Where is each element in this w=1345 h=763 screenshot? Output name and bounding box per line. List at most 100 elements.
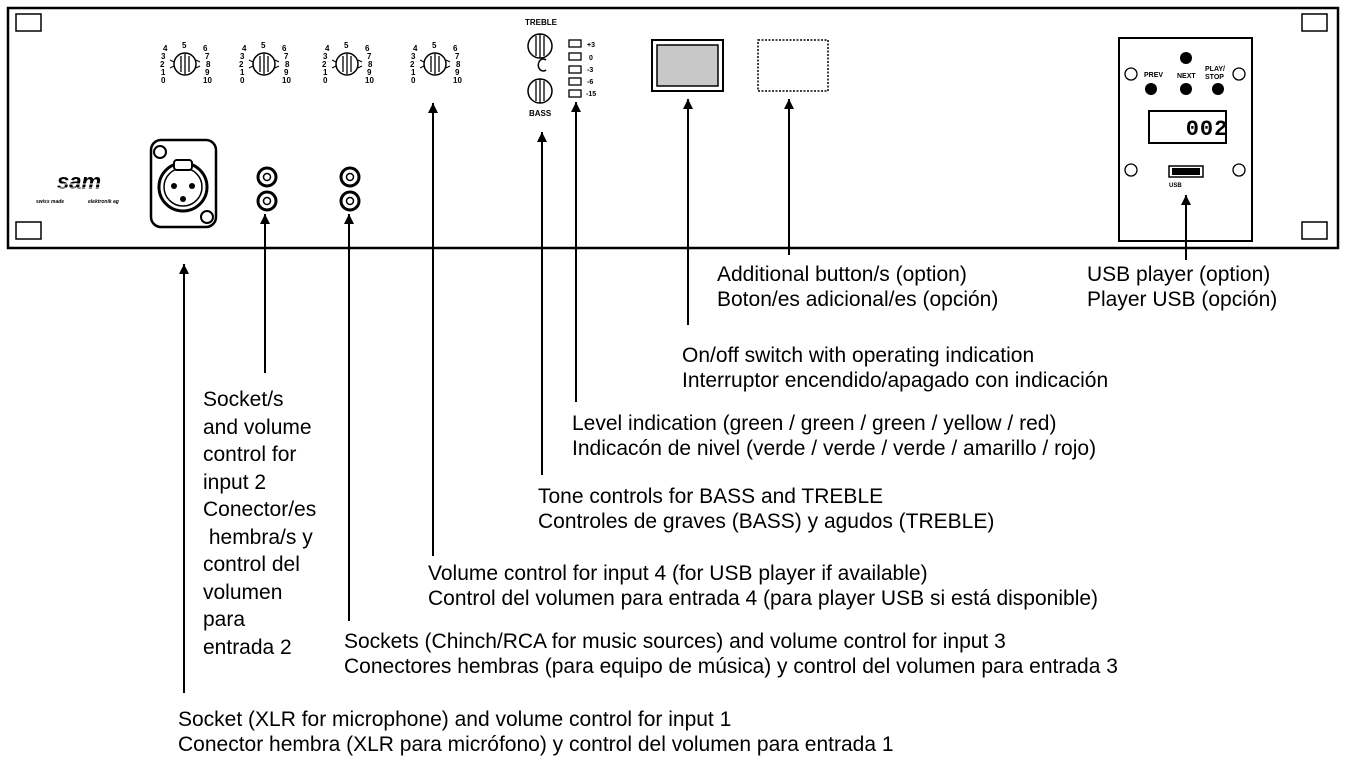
knob-scale-label: 1 xyxy=(240,68,245,77)
callout-line: and volume xyxy=(203,415,312,439)
power-switch[interactable] xyxy=(651,39,724,92)
callout-es: Conectores hembras (para equipo de músic… xyxy=(344,655,1118,678)
callout-en: USB player (option) xyxy=(1087,263,1271,286)
knob-scale-label: 6 xyxy=(282,44,287,53)
knob-scale-label: 5 xyxy=(432,41,437,50)
level-scale-label: 0 xyxy=(589,55,593,62)
knob-scale-label: 6 xyxy=(203,44,208,53)
volume-knob-input3[interactable]: 4 3 2 1 0 5 6 7 8 9 10 xyxy=(322,41,374,85)
knob-scale-label: 7 xyxy=(205,52,210,61)
rca-sockets-input2[interactable] xyxy=(256,166,278,212)
logo-mark: sam xyxy=(57,169,101,194)
knob-scale-label: 9 xyxy=(205,68,210,77)
volume-knob-input1[interactable]: 4 3 2 1 0 5 6 7 8 9 10 xyxy=(160,41,212,85)
callout-en: Sockets (Chinch/RCA for music sources) a… xyxy=(344,630,1006,653)
next-label: NEXT xyxy=(1177,73,1196,80)
track-display-value: 002 xyxy=(1186,117,1229,142)
knob-scale-label: 9 xyxy=(284,68,289,77)
callout-power-switch: On/off switch with operating indication … xyxy=(682,343,1108,393)
bass-label: BASS xyxy=(529,109,552,118)
callout-input3: Sockets (Chinch/RCA for music sources) a… xyxy=(344,629,1118,679)
track-display xyxy=(1148,110,1227,144)
level-led xyxy=(568,65,582,74)
knob-scale-label: 1 xyxy=(411,68,416,77)
knob-scale-label: 5 xyxy=(261,41,266,50)
knob-scale-label: 9 xyxy=(455,68,460,77)
knob-scale-label: 3 xyxy=(323,52,328,61)
callout-es: Controles de graves (BASS) y agudos (TRE… xyxy=(538,510,995,533)
knob-scale-label: 10 xyxy=(203,76,212,85)
callout-input1: Socket (XLR for microphone) and volume c… xyxy=(178,707,894,757)
mount-hole-top-right xyxy=(1301,13,1328,32)
play-stop-label-line: STOP xyxy=(1205,74,1224,81)
knob-scale-label: 2 xyxy=(322,60,327,69)
callout-es: Control del volumen para entrada 4 (para… xyxy=(428,587,1099,610)
knob-scale-label: 2 xyxy=(410,60,415,69)
callout-line: input 2 xyxy=(203,470,267,494)
level-scale-label: +3 xyxy=(587,42,595,49)
level-scale-label: -3 xyxy=(587,67,593,74)
callout-usb-player: USB player (option) Player USB (opción) xyxy=(1087,262,1277,312)
callout-en: Tone controls for BASS and TREBLE xyxy=(538,485,884,508)
level-led xyxy=(568,39,582,48)
callout-es: Boton/es adicional/es (opción) xyxy=(717,288,999,311)
treble-knob[interactable] xyxy=(527,33,553,72)
knob-scale-label: 4 xyxy=(325,44,330,53)
callout-volume-input4: Volume control for input 4 (for USB play… xyxy=(428,561,1098,611)
rca-sockets-input3[interactable] xyxy=(339,166,361,212)
callout-es: Indicacón de nivel (verde / verde / verd… xyxy=(572,437,1097,460)
callout-tone-controls: Tone controls for BASS and TREBLE Contro… xyxy=(538,484,994,534)
knob-scale-label: 7 xyxy=(284,52,289,61)
prev-label: PREV xyxy=(1144,72,1163,79)
xlr-socket-input1[interactable] xyxy=(149,138,218,229)
callout-es: Conector hembra (XLR para micrófono) y c… xyxy=(178,733,894,756)
knob-scale-label: 8 xyxy=(456,60,461,69)
next-button[interactable] xyxy=(1180,83,1192,95)
level-scale-label: -15 xyxy=(586,91,596,98)
tone-controls: TREBLE BASS xyxy=(525,18,558,118)
volume-knob-input4[interactable]: 4 3 2 1 0 5 6 7 8 9 10 xyxy=(410,41,462,85)
callout-line: Conector/es xyxy=(203,498,317,521)
callout-line: hembra/s y xyxy=(203,525,313,549)
play-stop-button[interactable] xyxy=(1212,83,1224,95)
knob-scale-label: 9 xyxy=(367,68,372,77)
knob-scale-label: 5 xyxy=(182,41,187,50)
callout-en: On/off switch with operating indication xyxy=(682,344,1035,367)
knob-scale-label: 7 xyxy=(455,52,460,61)
knob-scale-label: 10 xyxy=(365,76,374,85)
knob-scale-label: 6 xyxy=(453,44,458,53)
knob-scale-label: 4 xyxy=(163,44,168,53)
knob-scale-label: 2 xyxy=(239,60,244,69)
knob-scale-label: 2 xyxy=(160,60,165,69)
play-stop-label-line: PLAY/ xyxy=(1205,66,1225,73)
level-led xyxy=(568,77,582,86)
callout-en: Volume control for input 4 (for USB play… xyxy=(428,562,928,585)
knob-scale-label: 8 xyxy=(206,60,211,69)
logo-left-text: swiss made xyxy=(36,199,64,205)
knob-scale-label: 4 xyxy=(242,44,247,53)
volume-knob-input2[interactable]: 4 3 2 1 0 5 6 7 8 9 10 xyxy=(239,41,291,85)
knob-scale-label: 3 xyxy=(411,52,416,61)
callout-es: Player USB (opción) xyxy=(1087,288,1278,311)
knob-scale-label: 7 xyxy=(367,52,372,61)
level-led xyxy=(568,52,582,61)
mount-hole-bottom-left xyxy=(15,221,42,240)
level-scale-label: -6 xyxy=(587,79,593,86)
level-led xyxy=(568,89,582,98)
callout-line: volumen xyxy=(203,580,283,604)
additional-button-slot[interactable] xyxy=(757,39,829,92)
knob-scale-label: 1 xyxy=(323,68,328,77)
callout-en: Socket (XLR for microphone) and volume c… xyxy=(178,708,732,731)
callout-input2: Socket/s and volume control for input 2 … xyxy=(203,386,316,661)
knob-scale-label: 10 xyxy=(453,76,462,85)
prev-button[interactable] xyxy=(1145,83,1157,95)
bass-knob[interactable] xyxy=(527,78,553,104)
knob-scale-label: 10 xyxy=(282,76,291,85)
knob-scale-label: 6 xyxy=(365,44,370,53)
callout-es: Interruptor encendido/apagado con indica… xyxy=(682,369,1109,392)
callout-line: para xyxy=(203,608,246,631)
level-indicator: +3 0 -3 -6 -15 xyxy=(568,39,596,98)
callout-level-indication: Level indication (green / green / green … xyxy=(572,411,1096,461)
callout-line: control for xyxy=(203,443,297,466)
